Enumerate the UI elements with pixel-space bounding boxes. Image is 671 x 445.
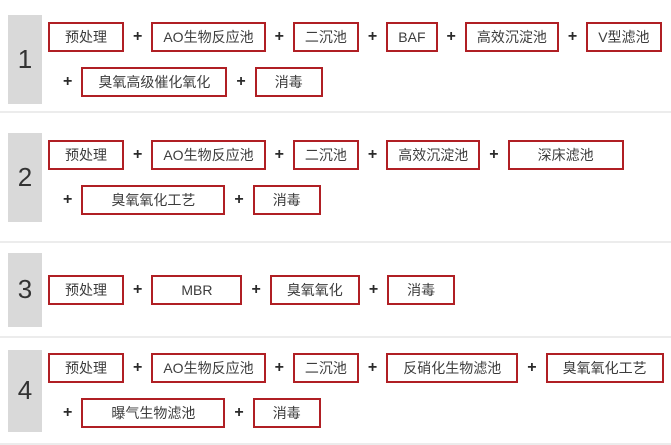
process-line-continuation: + 臭氧高级催化氧化 + 消毒 — [48, 67, 671, 97]
plus-sign: + — [367, 28, 378, 45]
row-content: 预处理 + MBR + 臭氧氧化 + 消毒 — [48, 274, 671, 305]
process-line: 预处理 + AO生物反应池 + 二沉池 + 高效沉淀池 + 深床滤池 — [48, 139, 671, 170]
plus-sign: + — [274, 145, 284, 163]
process-line-continuation: + 臭氧氧化工艺 + 消毒 — [48, 184, 671, 215]
plus-sign: + — [133, 145, 143, 163]
process-step-box: 反硝化生物滤池 — [386, 353, 519, 383]
process-step-box: AO生物反应池 — [151, 22, 266, 52]
plus-sign: + — [236, 73, 246, 90]
process-step-box: 预处理 — [48, 139, 124, 170]
process-step-box: AO生物反应池 — [151, 353, 266, 383]
plus-sign: + — [133, 359, 143, 376]
process-line: 预处理 + MBR + 臭氧氧化 + 消毒 — [48, 274, 671, 305]
process-step-box: AO生物反应池 — [151, 139, 266, 170]
process-line: 预处理 + AO生物反应池 + 二沉池 + 反硝化生物滤池 + 臭氧氧化工艺 — [48, 353, 671, 383]
process-step-box: 高效沉淀池 — [386, 139, 481, 170]
process-step-box: 消毒 — [387, 274, 456, 305]
process-step-box: 二沉池 — [292, 22, 359, 52]
row-number: 4 — [8, 349, 42, 432]
process-step-box: 二沉池 — [292, 353, 359, 383]
process-step-box: V型滤池 — [586, 22, 662, 52]
process-step-box: 高效沉淀池 — [464, 22, 559, 52]
process-step-box: 消毒 — [252, 184, 321, 215]
row-number: 1 — [8, 15, 42, 104]
plus-sign: + — [446, 28, 456, 45]
process-step-box: 臭氧高级催化氧化 — [81, 67, 228, 97]
plus-sign: + — [133, 28, 143, 45]
plus-sign: + — [489, 145, 499, 163]
process-step-box: 二沉池 — [292, 139, 359, 170]
row-number: 3 — [8, 252, 42, 327]
plus-sign: + — [368, 280, 379, 298]
process-step-box: 预处理 — [48, 274, 124, 305]
plus-sign: + — [567, 28, 578, 45]
plus-sign: + — [274, 28, 284, 45]
plus-sign: + — [63, 190, 73, 208]
process-step-box: 消毒 — [254, 67, 323, 97]
process-step-box: 臭氧氧化工艺 — [545, 353, 664, 383]
plus-sign: + — [367, 359, 378, 376]
process-step-box: 臭氧氧化工艺 — [81, 184, 226, 215]
plus-sign: + — [63, 73, 73, 90]
plus-sign: + — [527, 359, 537, 376]
process-row-4: 4 预处理 + AO生物反应池 + 二沉池 + 反硝化生物滤池 + 臭氧氧化工艺… — [0, 338, 671, 445]
plus-sign: + — [234, 404, 244, 421]
row-content: 预处理 + AO生物反应池 + 二沉池 + 高效沉淀池 + 深床滤池 + 臭氧氧… — [48, 139, 671, 215]
process-step-box: 预处理 — [48, 22, 124, 52]
plus-sign: + — [274, 359, 284, 376]
process-row-1: 1 预处理 + AO生物反应池 + 二沉池 + BAF + 高效沉淀池 + V型… — [0, 8, 671, 113]
process-row-3: 3 预处理 + MBR + 臭氧氧化 + 消毒 — [0, 243, 671, 338]
plus-sign: + — [367, 145, 378, 163]
row-number: 2 — [8, 132, 42, 222]
process-line: 预处理 + AO生物反应池 + 二沉池 + BAF + 高效沉淀池 + V型滤池 — [48, 22, 671, 52]
process-step-box: 预处理 — [48, 353, 124, 383]
row-content: 预处理 + AO生物反应池 + 二沉池 + BAF + 高效沉淀池 + V型滤池… — [48, 22, 671, 97]
process-step-box: 臭氧氧化 — [269, 274, 360, 305]
plus-sign: + — [133, 280, 143, 298]
process-row-2: 2 预处理 + AO生物反应池 + 二沉池 + 高效沉淀池 + 深床滤池 + 臭… — [0, 113, 671, 243]
process-step-box: 消毒 — [252, 398, 321, 428]
plus-sign: + — [251, 280, 261, 298]
process-step-box: MBR — [151, 274, 243, 305]
process-step-box: BAF — [386, 22, 438, 52]
process-line-continuation: + 曝气生物滤池 + 消毒 — [48, 398, 671, 428]
process-step-box: 深床滤池 — [507, 139, 624, 170]
process-step-box: 曝气生物滤池 — [81, 398, 226, 428]
row-content: 预处理 + AO生物反应池 + 二沉池 + 反硝化生物滤池 + 臭氧氧化工艺 +… — [48, 353, 671, 428]
plus-sign: + — [234, 190, 244, 208]
plus-sign: + — [63, 404, 73, 421]
